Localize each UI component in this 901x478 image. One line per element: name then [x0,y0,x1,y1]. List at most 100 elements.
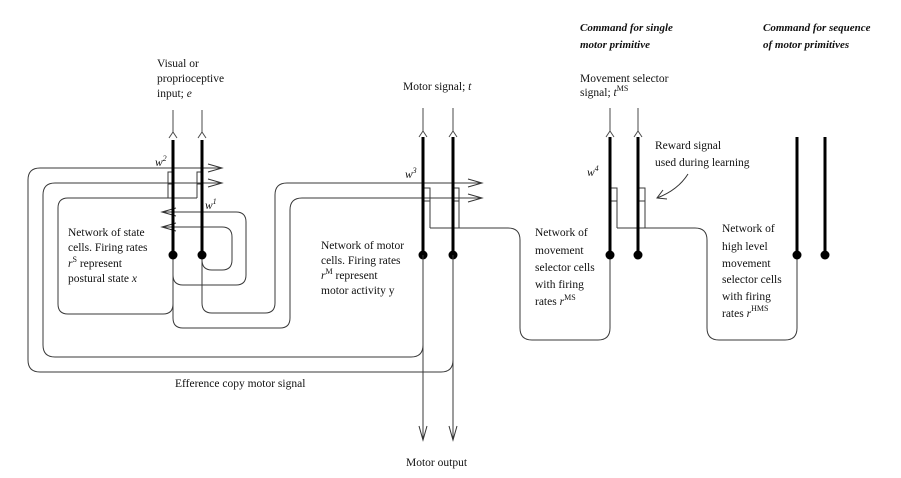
hms-network-text: with firing [722,291,771,303]
label-text: signal; [580,87,614,99]
recurrent-loop-w1-outer [162,211,247,286]
motor-signal-label: Motor signal; t [403,81,472,93]
state-to-motor-loop-1 [201,182,482,314]
input-line-ms-2 [633,108,643,138]
visual-input-label: Visual or proprioceptive input; e [157,58,224,100]
hms-network-text: selector cells [722,274,782,286]
arrowhead-right-icon [207,163,224,173]
state-to-motor-loop-2 [172,197,482,329]
rate-variable: r [321,270,326,282]
weight-sup: 4 [595,164,599,173]
ms-network-text: Network of [535,227,588,239]
ms-network-text: with firing [535,279,584,291]
label-line: Motor signal; t [403,81,472,93]
high-level-network: Network of high level movement selector … [722,137,830,320]
state-network-text: postural state x [68,273,138,285]
efference-copy-label: Efference copy motor signal [175,378,305,390]
rate-sup: HMS [751,304,768,313]
text: rates [535,296,560,308]
state-network-text: rS represent [68,255,123,270]
weight-sup: 2 [163,154,167,163]
state-variable: x [131,273,138,285]
ms-network-text: movement [535,245,584,257]
weight-base: w [155,157,163,169]
label-text: Motor signal; [403,81,468,93]
reward-text: used during learning [655,157,750,169]
hms-cell-body-2 [820,250,830,260]
state-network-box [57,197,197,315]
motor-network-text: rM represent [321,267,378,282]
high-level-network-box [617,227,798,341]
arrowhead-right-icon [207,178,224,188]
input-line-motor-1 [418,108,428,138]
recurrent-loop-w1-inner [162,226,233,271]
variable-e: e [187,88,192,100]
hms-network-text: movement [722,258,771,270]
ms-cell-body-2 [633,250,643,260]
input-line-state-1 [168,110,178,139]
efference-loops [27,163,454,373]
arrowhead-right-icon [467,193,484,203]
label-line: Visual or [157,58,199,70]
rate-variable: r [560,296,565,308]
weight-base: w [405,169,413,181]
weight-label-w1: w1 [205,197,217,212]
input-line-state-2 [197,110,207,139]
header-line: Command for sequence [763,22,871,34]
motor-network: w3 Network of motor cells. Firing rates … [321,137,611,442]
input-lines [168,108,643,139]
arrowhead-right-icon [467,178,484,188]
input-line-motor-2 [448,108,458,138]
movement-selector-network-box [430,227,611,341]
text: represent [333,270,379,282]
weight-base: w [587,167,595,179]
label-line: Movement selector [580,73,669,85]
weight-label-w2: w2 [155,154,167,169]
arrowhead-left-icon [160,222,177,232]
header-line: Command for single [580,22,673,34]
arrowhead-down-icon [418,425,428,442]
rate-sup: M [325,267,332,276]
header-single-primitive: Command for single motor primitive [580,22,673,51]
header-sequence-primitives: Command for sequence of motor primitives [763,22,871,51]
ms-network-text: selector cells [535,262,595,274]
state-network-text: cells. Firing rates [68,242,148,254]
hms-network-text: Network of [722,223,775,235]
state-network-text: Network of state [68,227,145,239]
label-text: input; [157,88,187,100]
text: postural state [68,273,132,285]
weight-label-w3: w3 [405,166,417,181]
ms-network-text: rates rMS [535,293,576,308]
state-cell-body-2 [197,250,207,260]
efference-loop-inner [42,182,424,358]
ms-cell-body-1 [605,250,615,260]
motor-network-text: motor activity y [321,285,395,297]
label-line: signal; tMS [580,84,628,99]
rate-variable: r [68,258,73,270]
motor-output-label: Motor output [406,457,468,469]
rate-sup: S [72,255,76,264]
text: rates [722,308,747,320]
motor-network-text: cells. Firing rates [321,255,401,267]
label-line: input; e [157,88,192,100]
arrowhead-icon [656,189,668,200]
arrowhead-left-icon [160,207,177,217]
hms-network-text: rates rHMS [722,304,768,320]
weight-base: w [205,200,213,212]
weight-label-w4: w4 [587,164,599,179]
reward-text: Reward signal [655,140,721,152]
efference-loop-outer [27,167,454,373]
variable-t: t [614,87,618,99]
arrowhead-down-icon [448,425,458,442]
input-line-ms-1 [605,108,615,138]
text: represent [77,258,123,270]
state-network: w2 w1 Network of state cells. Firing rat… [57,140,484,329]
weight-sup: 1 [213,197,217,206]
header-line: of motor primitives [763,39,849,51]
hms-network-text: high level [722,241,768,253]
superscript: MS [617,84,629,93]
motor-network-text: Network of motor [321,240,404,252]
label-line: proprioceptive [157,73,224,85]
rate-sup: MS [564,293,576,302]
